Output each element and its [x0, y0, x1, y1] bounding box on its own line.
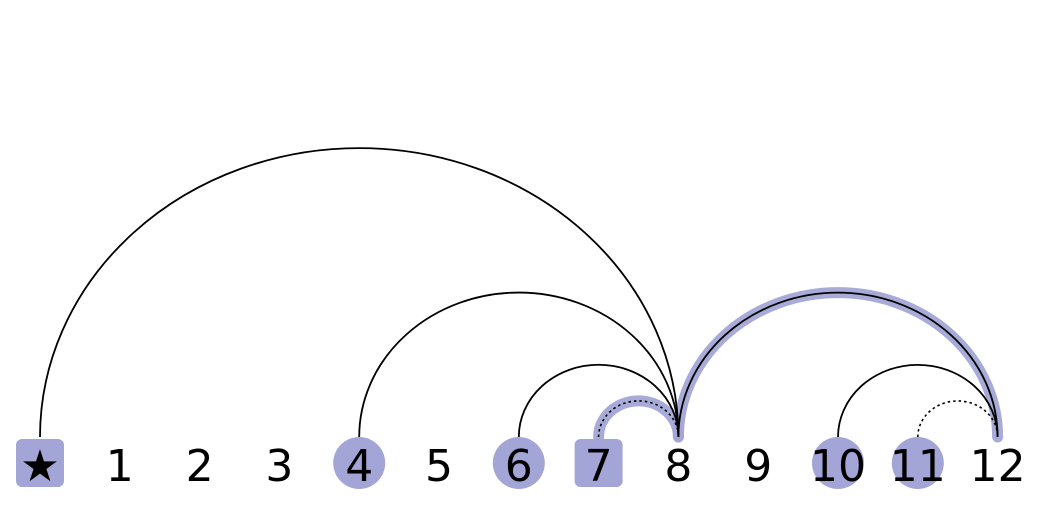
arc-11-12 [917, 400, 999, 438]
node-label-8: 8 [664, 441, 692, 492]
node-label-10: 10 [810, 441, 866, 492]
node-10-circle-marker [812, 437, 864, 489]
node-0-square-marker [16, 439, 64, 487]
arc-10-12 [837, 363, 999, 438]
node-label-5: 5 [425, 441, 453, 492]
node-11-circle-marker [891, 437, 944, 489]
highlight-layer [593, 287, 1004, 443]
node-4-circle-marker [333, 437, 386, 489]
node-label-11: 11 [890, 441, 946, 492]
arc-4-8 [358, 291, 680, 438]
node-label-1: 1 [106, 441, 134, 492]
node-label-7: 7 [585, 441, 613, 492]
arc-highlight-7-8 [593, 395, 684, 443]
node-label-12: 12 [970, 441, 1026, 492]
node-label-0: ★ [20, 441, 59, 492]
node-label-3: 3 [265, 441, 293, 492]
node-7-square-marker [574, 439, 623, 487]
node-6-circle-marker [492, 437, 545, 489]
arc-6-8 [517, 363, 680, 438]
node-label-2: 2 [186, 441, 214, 492]
arc-8-12 [677, 291, 999, 438]
arc-layer [39, 147, 999, 438]
node-label-6: 6 [505, 441, 533, 492]
arc-highlight-8-12 [672, 287, 1004, 443]
node-label-9: 9 [744, 441, 772, 492]
node-label-4: 4 [345, 441, 373, 492]
arc-0-8 [39, 147, 680, 438]
